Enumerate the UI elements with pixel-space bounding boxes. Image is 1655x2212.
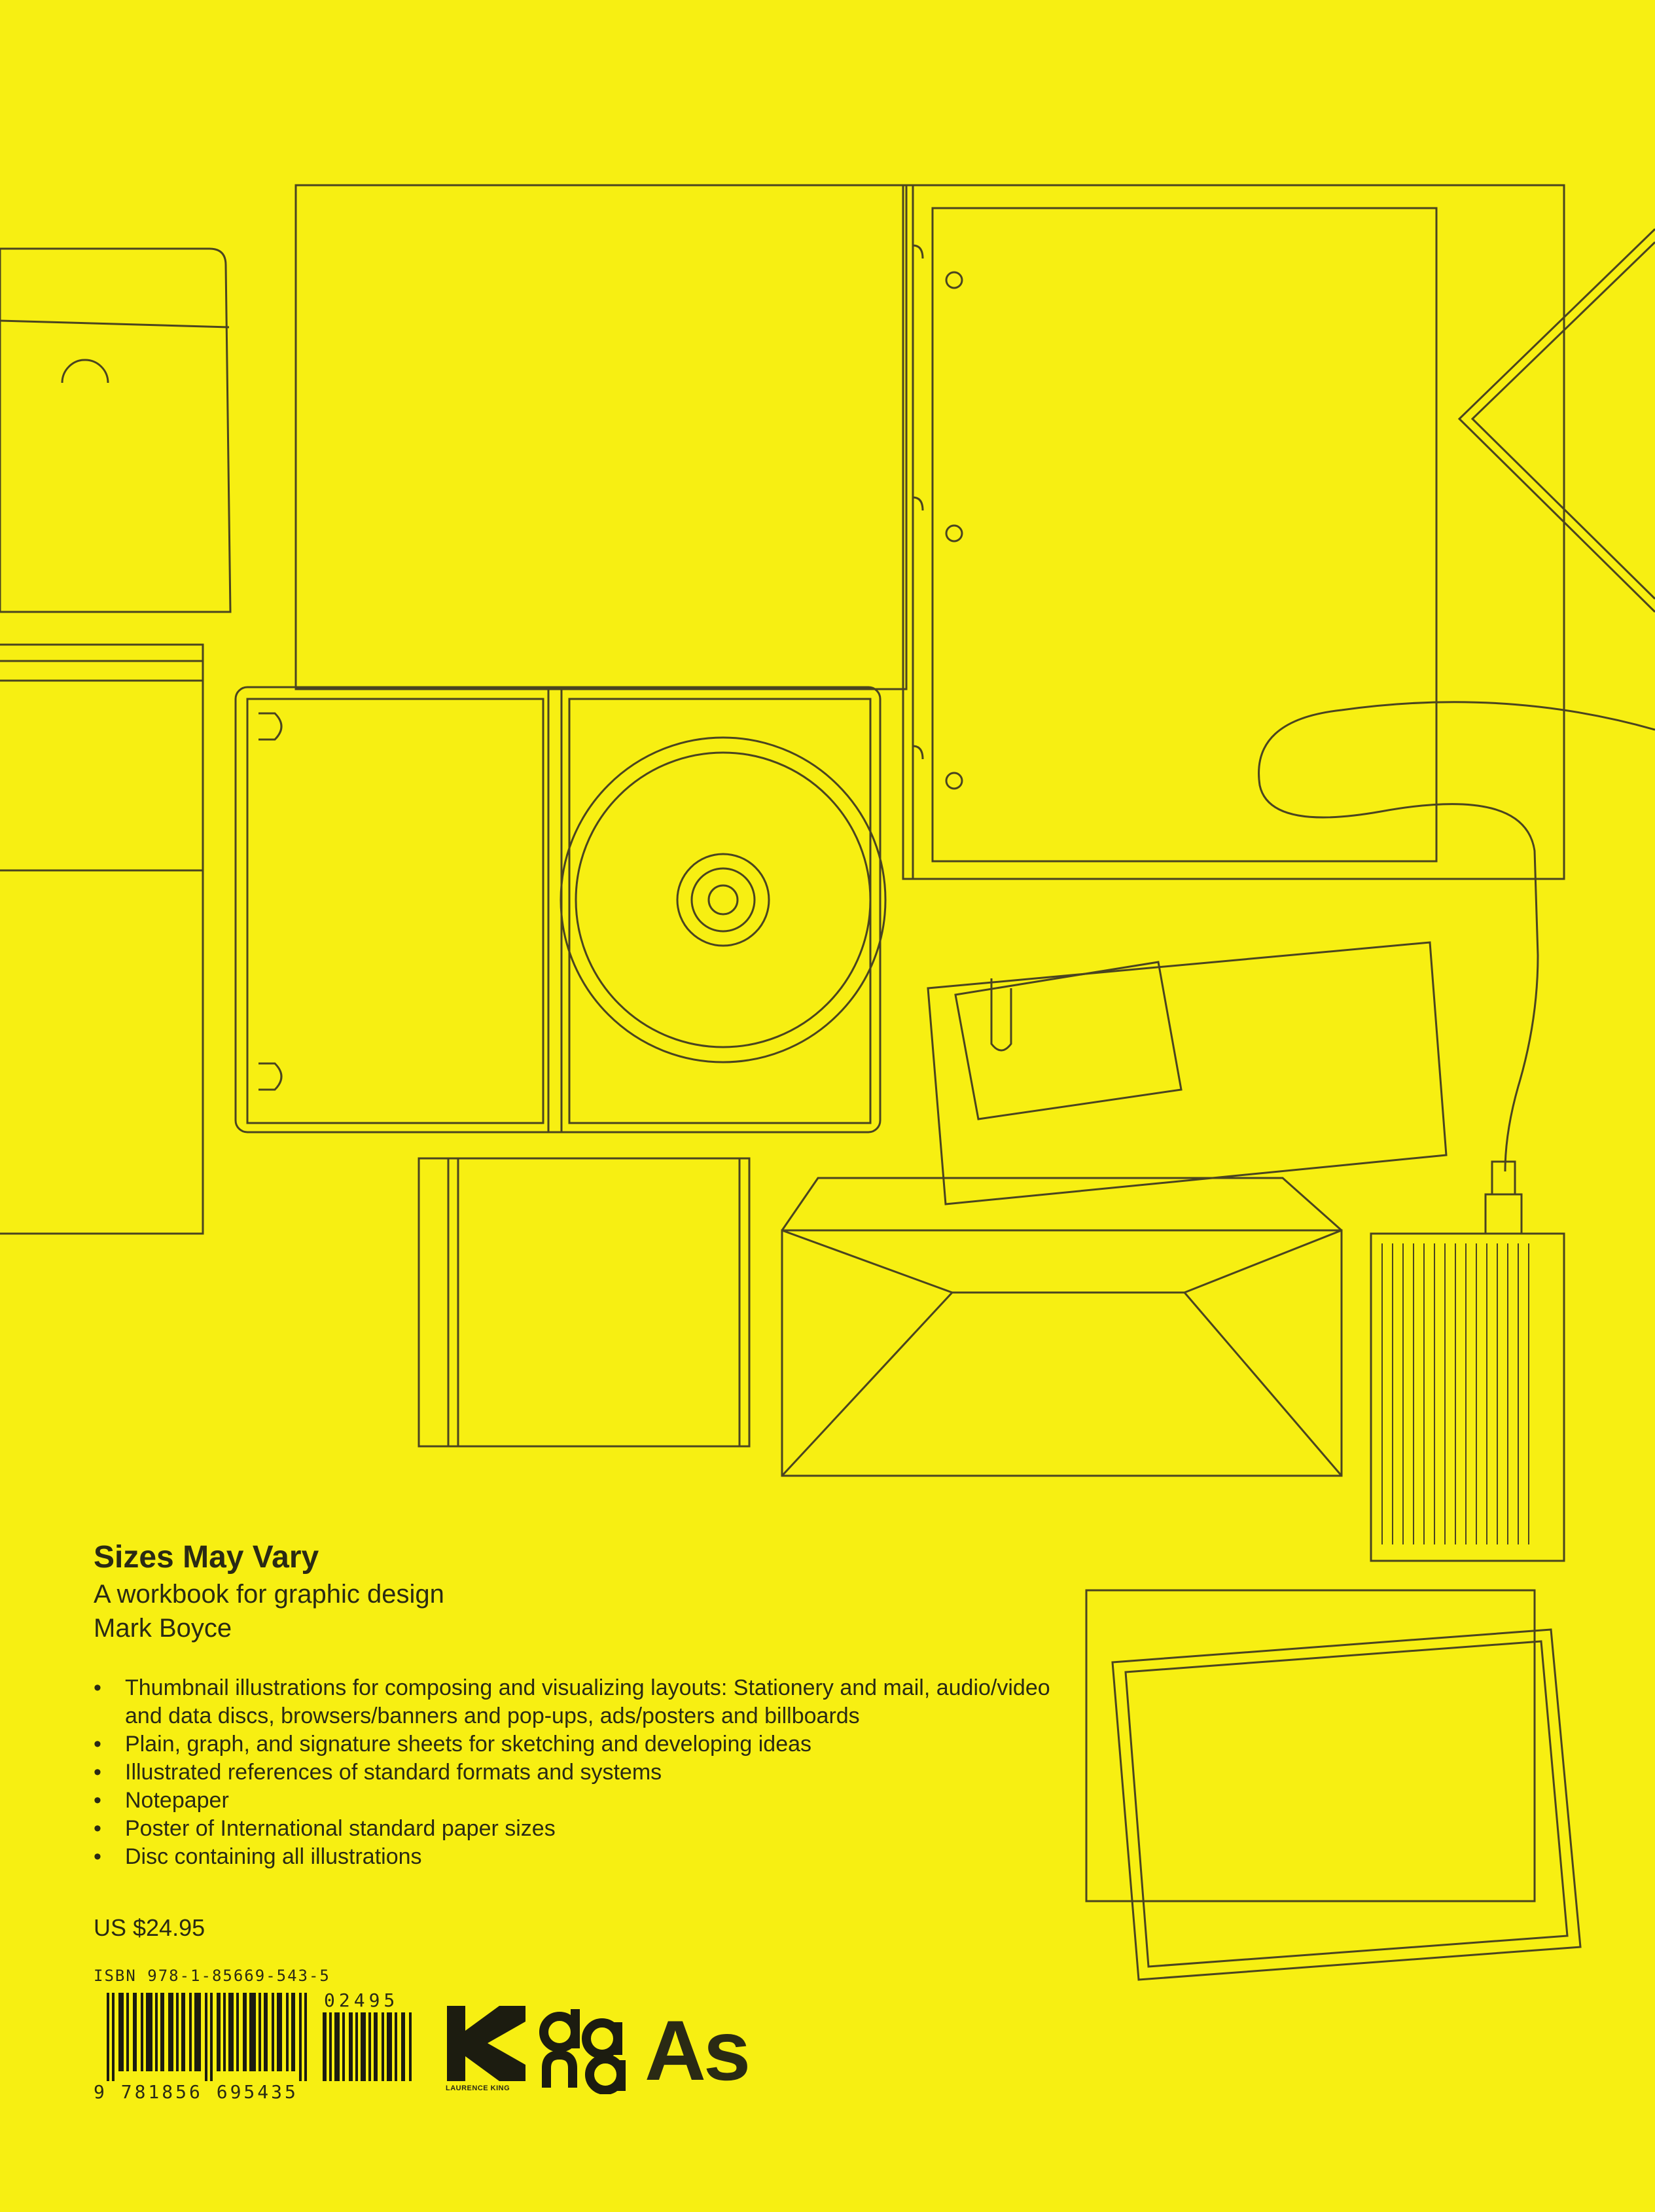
feature-item: Illustrated references of standard forma…: [94, 1758, 1075, 1787]
dama-logo: [539, 2009, 626, 2094]
hard-drive-illustration: [1370, 1160, 1565, 1562]
paper-sheet-illustration: [294, 184, 908, 690]
cd-jewel-case-illustration: [418, 1157, 751, 1448]
book-title: Sizes May Vary: [94, 1540, 319, 1575]
usb-cable-illustration: [1258, 701, 1655, 1172]
book-info: Sizes May Vary A workbook for graphic de…: [94, 1538, 1075, 1871]
laurence-king-logo: [447, 2006, 525, 2081]
feature-item: Disc containing all illustrations: [94, 1843, 1075, 1871]
tilted-folder-illustration: [1457, 228, 1655, 613]
laptop-illustration: [1085, 1589, 1582, 1981]
price: US $24.95: [94, 1914, 205, 1941]
card-with-clip-illustration: [927, 941, 1448, 1205]
envelope-bottom-illustration: [781, 1177, 1343, 1477]
as-publisher-logo: As: [645, 2003, 751, 2098]
book-subtitle: A workbook for graphic design: [94, 1580, 444, 1609]
barcode-icon: [107, 1993, 412, 2081]
laurence-king-label: LAURENCE KING: [446, 2084, 510, 2092]
ring-binder-illustration: [902, 184, 1565, 880]
envelope-left-illustration: [0, 247, 232, 613]
feature-list: Thumbnail illustrations for composing an…: [94, 1674, 1075, 1871]
folder-left-illustration: [0, 643, 204, 1235]
feature-item: Thumbnail illustrations for composing an…: [94, 1674, 1075, 1730]
dvd-case-illustration: [234, 686, 887, 1133]
barcode-digits: 9 781856 695435: [94, 2081, 298, 2103]
feature-item: Plain, graph, and signature sheets for s…: [94, 1730, 1075, 1758]
feature-item: Notepaper: [94, 1787, 1075, 1815]
barcode-addon-digits: 02495: [324, 1989, 399, 2011]
book-author: Mark Boyce: [94, 1614, 232, 1643]
isbn-label: ISBN 978-1-85669-543-5: [94, 1967, 330, 1985]
feature-item: Poster of International standard paper s…: [94, 1815, 1075, 1843]
